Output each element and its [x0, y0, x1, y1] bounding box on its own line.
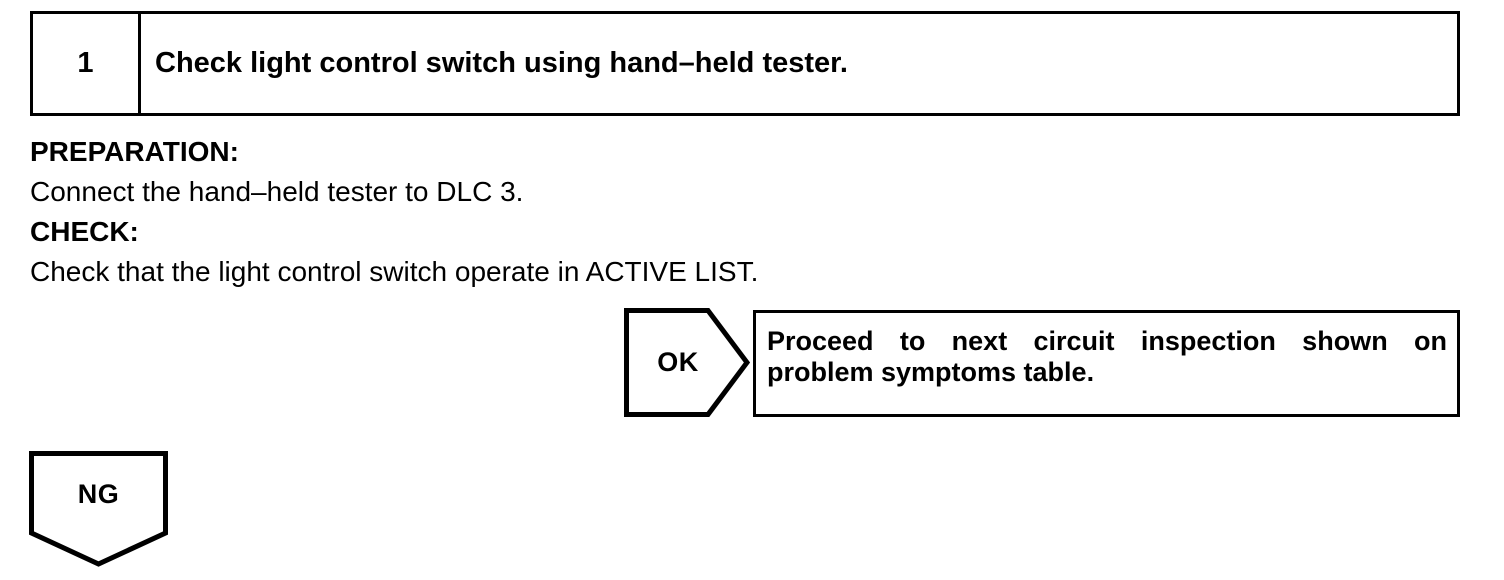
- ng-pentagon-shape: [29, 451, 168, 567]
- ok-result-text: Proceed to next circuit inspection shown…: [767, 326, 1447, 387]
- step-title: Check light control switch using hand–he…: [155, 46, 848, 79]
- step-header-table: 1 Check light control switch using hand–…: [30, 11, 1460, 116]
- preparation-text: Connect the hand–held tester to DLC 3.: [30, 176, 524, 207]
- step-number: 1: [77, 47, 94, 79]
- ok-pentagon-shape: [624, 308, 750, 417]
- ng-branch-label: NG: [77, 478, 120, 509]
- check-text: Check that the light control switch oper…: [30, 256, 759, 287]
- check-heading-text: CHECK:: [30, 216, 139, 247]
- preparation-heading-text: PREPARATION:: [30, 136, 239, 167]
- step-title-cell: Check light control switch using hand–he…: [141, 14, 1457, 113]
- ng-branch-pentagon: NG: [29, 451, 168, 567]
- ok-result-box: Proceed to next circuit inspection shown…: [753, 310, 1460, 417]
- ok-branch-pentagon: OK: [624, 308, 750, 417]
- instruction-block: PREPARATION: Connect the hand–held teste…: [30, 132, 1230, 292]
- check-heading: CHECK:: [30, 212, 1230, 252]
- preparation-heading: PREPARATION:: [30, 132, 1230, 172]
- step-number-cell: 1: [33, 14, 141, 113]
- ok-branch-label: OK: [657, 347, 699, 377]
